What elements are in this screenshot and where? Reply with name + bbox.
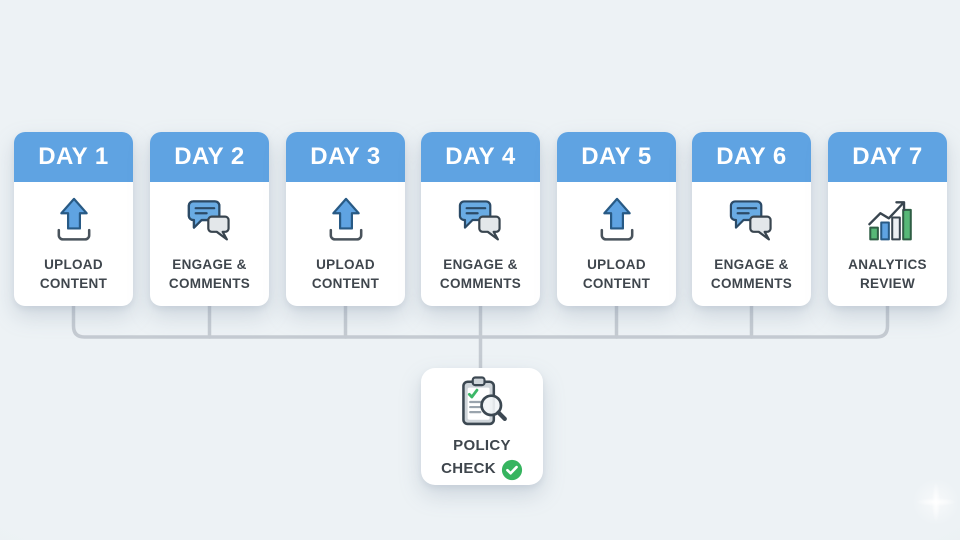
day-card-body: ENGAGE & COMMENTS xyxy=(692,182,811,306)
task-label: UPLOAD CONTENT xyxy=(311,257,380,291)
day-card-body: ENGAGE & COMMENTS xyxy=(150,182,269,306)
task-label: UPLOAD CONTENT xyxy=(582,257,651,291)
analytics-icon xyxy=(859,191,917,249)
task-label: ENGAGE & COMMENTS xyxy=(168,257,251,291)
day-card-header: DAY 2 xyxy=(150,132,269,182)
day-card-5: DAY 5 UPLOAD CONTENT xyxy=(557,132,676,306)
check-badge-icon xyxy=(501,459,523,481)
day-label: DAY 7 xyxy=(852,143,923,170)
day-card-7: DAY 7 ANALYTICS REVIEW xyxy=(828,132,947,306)
day-card-header: DAY 4 xyxy=(421,132,540,182)
day-card-header: DAY 3 xyxy=(286,132,405,182)
day-card-2: DAY 2 ENGAGE & COMMENTS xyxy=(150,132,269,306)
policy-line1: POLICY xyxy=(453,437,511,454)
day-card-body: ANALYTICS REVIEW xyxy=(828,182,947,306)
day-label: DAY 5 xyxy=(581,143,652,170)
day-card-3: DAY 3 UPLOAD CONTENT xyxy=(286,132,405,306)
day-card-6: DAY 6 ENGAGE & COMMENTS xyxy=(692,132,811,306)
day-card-body: UPLOAD CONTENT xyxy=(14,182,133,306)
day-card-header: DAY 6 xyxy=(692,132,811,182)
day-card-4: DAY 4 ENGAGE & COMMENTS xyxy=(421,132,540,306)
policy-line2: CHECK xyxy=(441,460,496,477)
day-label: DAY 2 xyxy=(174,143,245,170)
day-label: DAY 3 xyxy=(310,143,381,170)
day-label: DAY 6 xyxy=(716,143,787,170)
day-card-body: UPLOAD CONTENT xyxy=(286,182,405,306)
day-card-header: DAY 1 xyxy=(14,132,133,182)
upload-icon xyxy=(588,191,646,249)
clipboard-magnifier-icon xyxy=(453,374,511,430)
policy-check-card: POLICY CHECK xyxy=(421,368,543,485)
task-label: ENGAGE & COMMENTS xyxy=(439,257,522,291)
upload-icon xyxy=(317,191,375,249)
day-card-body: ENGAGE & COMMENTS xyxy=(421,182,540,306)
task-label: ENGAGE & COMMENTS xyxy=(710,257,793,291)
day-label: DAY 1 xyxy=(38,143,109,170)
upload-icon xyxy=(45,191,103,249)
chat-icon xyxy=(452,191,510,249)
day-card-header: DAY 5 xyxy=(557,132,676,182)
day-card-body: UPLOAD CONTENT xyxy=(557,182,676,306)
day-card-1: DAY 1 UPLOAD CONTENT xyxy=(14,132,133,306)
task-label: ANALYTICS REVIEW xyxy=(848,257,927,291)
task-label: UPLOAD CONTENT xyxy=(39,257,108,291)
day-label: DAY 4 xyxy=(445,143,516,170)
policy-check-label: POLICY CHECK xyxy=(441,435,523,481)
day-card-header: DAY 7 xyxy=(828,132,947,182)
chat-icon xyxy=(181,191,239,249)
chat-icon xyxy=(723,191,781,249)
